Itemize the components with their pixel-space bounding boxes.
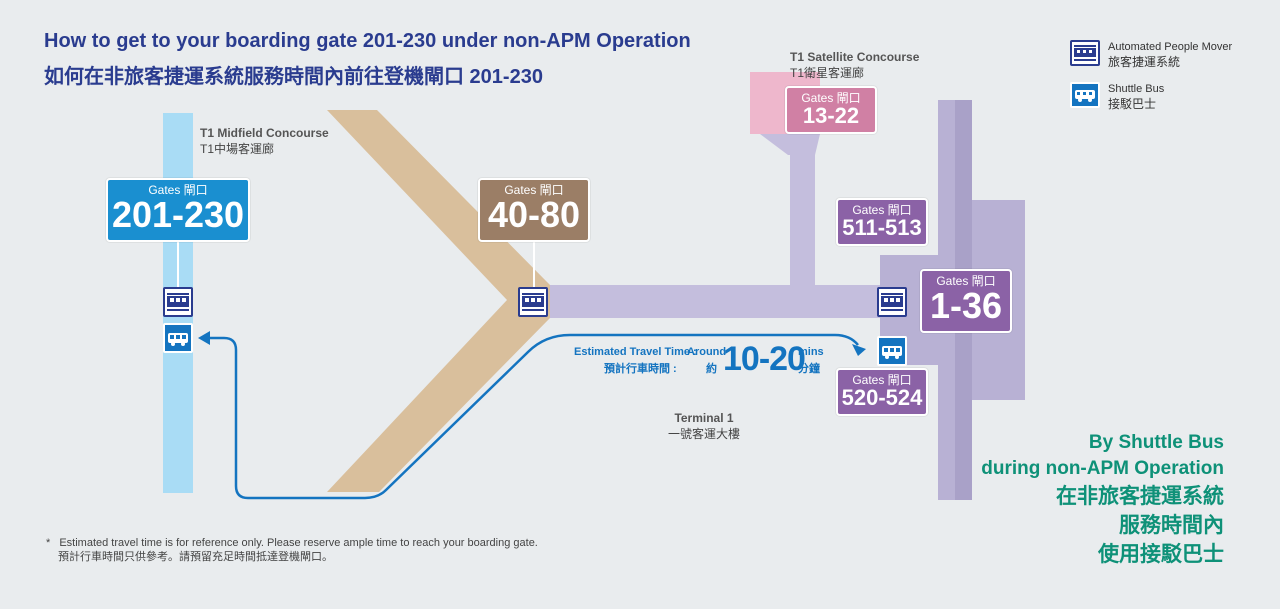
gate-box-40-80: Gates 閘口 40-80 (478, 178, 590, 242)
gate-box-520-524: Gates 閘口 520-524 (836, 368, 928, 416)
apm-train-icon (518, 287, 548, 317)
travel-time-around-zh: 約 (706, 363, 717, 375)
apm-train-icon (163, 287, 193, 317)
gate-box-201-230: Gates 閘口 201-230 (106, 178, 250, 242)
route-arrow-west (198, 331, 210, 345)
shuttle-note-zh-2: 服務時間內 (1119, 514, 1224, 537)
travel-time-label-en: Estimated Travel Time : (574, 346, 697, 358)
apm-train-icon (1070, 40, 1100, 66)
shuttle-note: By Shuttle Bus during non-APM Operation … (981, 430, 1224, 569)
satellite-concourse-label: T1 Satellite Concourse T1衛星客運廊 (790, 50, 920, 80)
shuttle-note-en-1: By Shuttle Bus (1088, 432, 1224, 453)
main-connector-corridor (550, 285, 880, 318)
satellite-bridge (790, 134, 815, 289)
footnote-en: Estimated travel time is for reference o… (59, 537, 538, 549)
legend-text-apm: Automated People Mover 旅客捷運系統 (1108, 41, 1233, 69)
footnote: * Estimated travel time is for reference… (46, 536, 538, 564)
shuttle-note-zh-1: 在非旅客捷運系統 (1056, 485, 1224, 508)
footnote-zh: 預計行車時間只供參考。請預留充足時間抵達登機閘口。 (58, 551, 333, 563)
travel-time-around-en: Around (687, 346, 727, 358)
route-arrow-east (852, 344, 866, 356)
terminal-1-label: Terminal 1 一號客運大樓 (668, 411, 741, 441)
apm-train-icon (877, 287, 907, 317)
gate-box-1-36: Gates 閘口 1-36 (920, 269, 1012, 333)
page-title-zh: 如何在非旅客捷運系統服務時間內前往登機閘口 201-230 (44, 66, 543, 88)
travel-time-unit-zh: 分鐘 (798, 363, 820, 375)
footnote-marker: * (46, 537, 51, 549)
shuttle-bus-icon (877, 336, 907, 366)
shuttle-note-zh-3: 使用接駁巴士 (1098, 543, 1224, 566)
shuttle-bus-route (206, 333, 859, 500)
gate-box-13-22: Gates 閘口 13-22 (785, 86, 877, 134)
page-title-en: How to get to your boarding gate 201-230… (44, 30, 691, 52)
travel-time-label-zh: 預計行車時間 : (604, 363, 677, 375)
legend-text-shuttle: Shuttle Bus 接駁巴士 (1108, 83, 1165, 111)
shuttle-bus-icon (1070, 82, 1100, 108)
shuttle-bus-icon (163, 323, 193, 353)
travel-time-unit-en: mins (798, 346, 824, 358)
gate-box-511-513: Gates 閘口 511-513 (836, 198, 928, 246)
midfield-concourse-label: T1 Midfield Concourse T1中場客運廊 (200, 126, 329, 156)
shuttle-note-en-2: during non-APM Operation (981, 458, 1224, 479)
west-hall-corridor (327, 110, 550, 492)
travel-time-value: 10-20 (723, 340, 806, 378)
